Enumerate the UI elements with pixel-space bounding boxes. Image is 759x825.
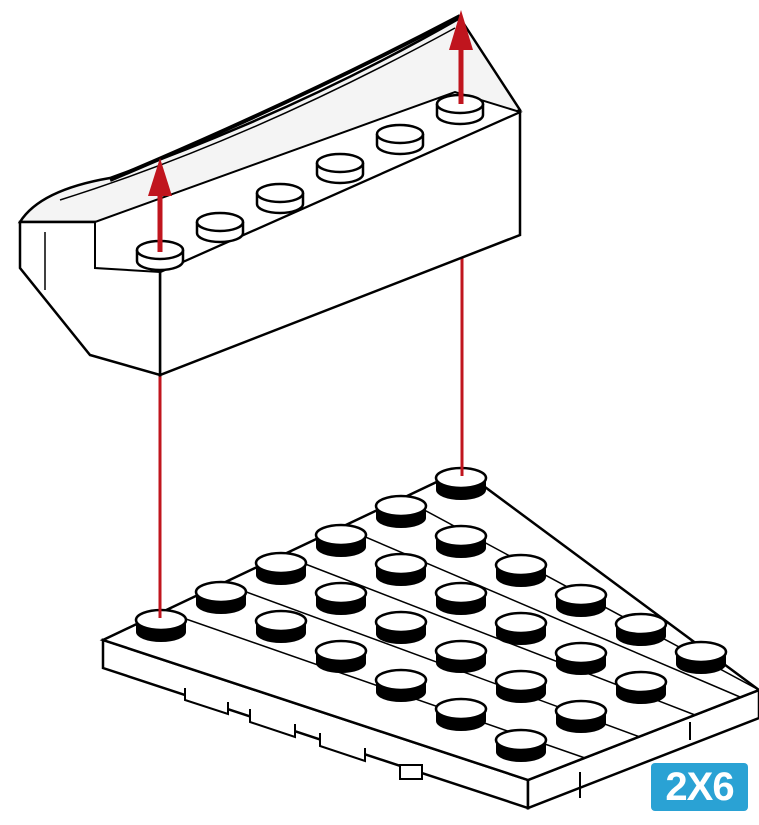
size-badge: 2X6: [651, 763, 748, 811]
size-badge-label: 2X6: [665, 767, 733, 807]
